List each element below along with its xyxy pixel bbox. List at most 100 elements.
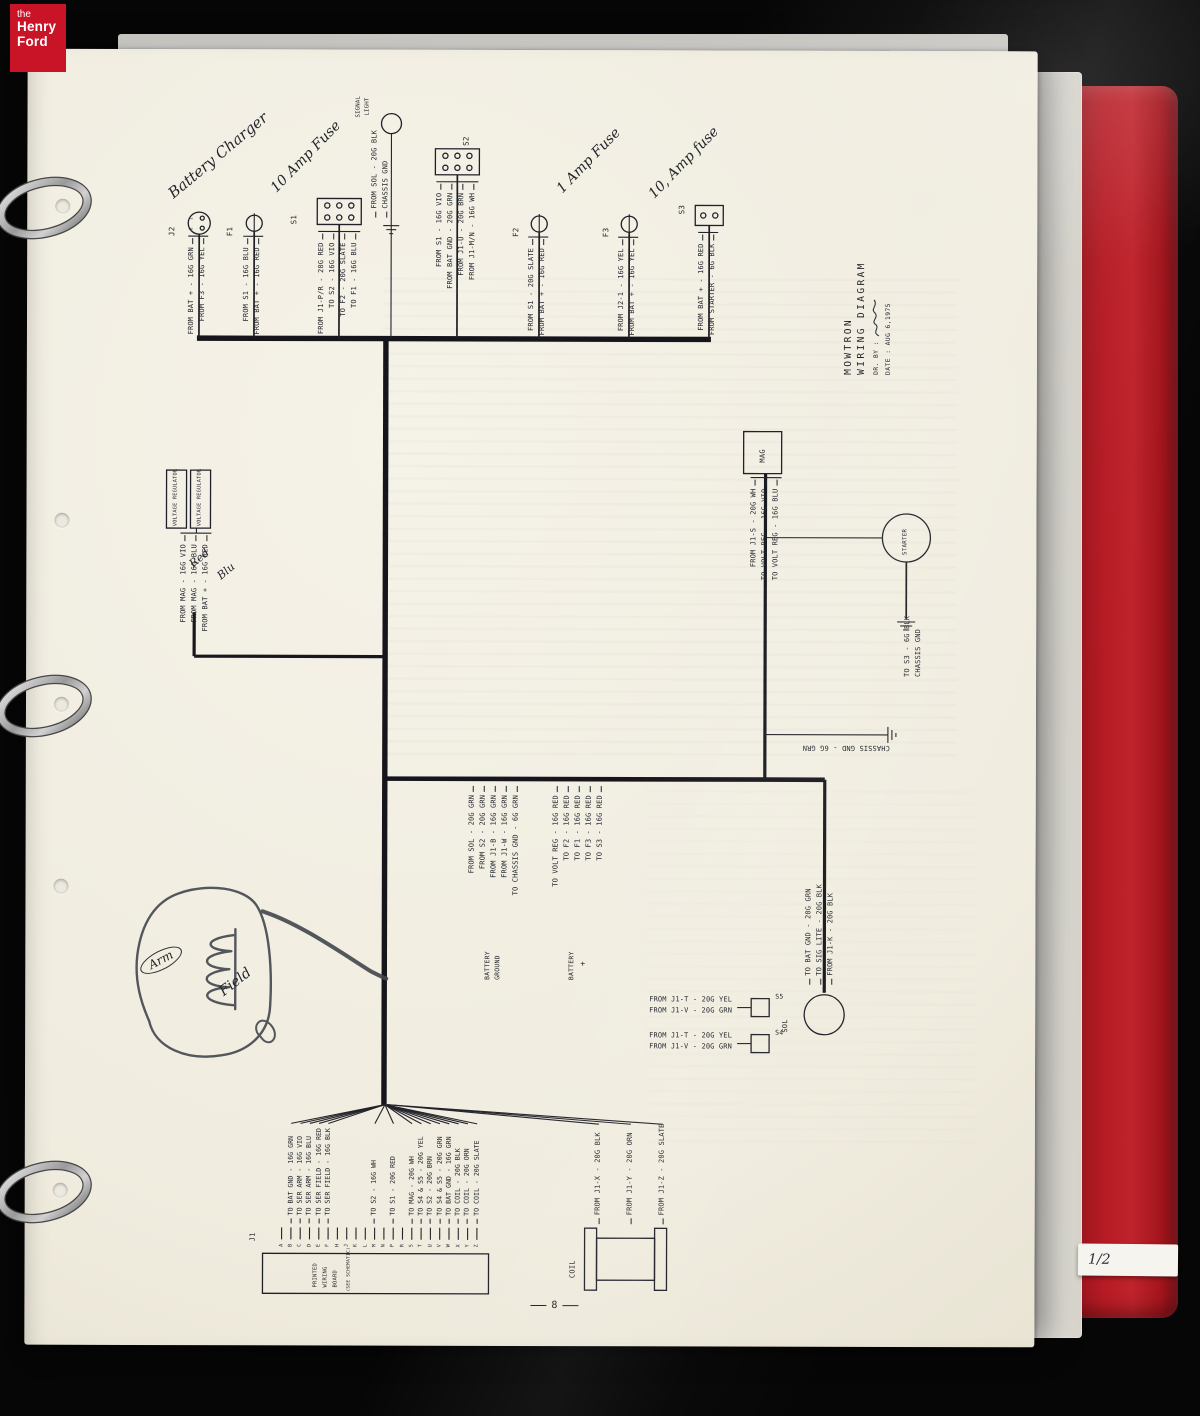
wire-label: FROM J1-B - 16G GRN <box>488 786 499 926</box>
wire-label: FROM STARTER - 6G BLK <box>707 234 718 414</box>
logo-the: the <box>17 9 31 20</box>
henry-ford-logo: the Henry Ford <box>10 4 66 72</box>
wire-label: TO S2 - 16G VIO <box>327 233 338 413</box>
component-label: PRINTED <box>312 1262 319 1288</box>
pin-wire-label: TO MAG - 20G WH <box>407 1156 415 1224</box>
pin-wire-label: TO SER FIELD - 16G BLK <box>324 1128 332 1223</box>
wire-label: FROM SOL - 20G GRN <box>466 786 477 926</box>
wire-label: TO VOLT REG - 16G VIO <box>759 480 770 660</box>
wire-label: FROM SOL - 20G BLK <box>369 130 380 218</box>
wire-label: FROM J1-U - 20G BRN <box>456 184 467 364</box>
component-label: BOARD <box>332 1269 339 1288</box>
diagram-title: MOWTRON <box>842 317 854 375</box>
wire-label: FROM J1-Y - 20G ORN <box>625 1124 636 1225</box>
page-number: 8 <box>530 1300 579 1312</box>
pin-wire-label: TO SER ARM - 16G VIO <box>296 1136 304 1223</box>
pin-wire-label: TO BAT GND - 16G GRN <box>286 1136 294 1223</box>
wire-label: FROM S1 - 16G VIO <box>434 184 445 364</box>
pin-wire-label: TO S2 - 16G WH <box>370 1160 378 1224</box>
pin-letter: S <box>408 1244 415 1248</box>
pin-wire-label: TO COIL - 20G BLK <box>454 1148 462 1224</box>
pin-wire-label: TO SER FIELD - 16G RED <box>314 1128 322 1223</box>
wire-label: FROM BAT + - 16G GRN <box>186 238 197 418</box>
tab-handwritten-label: 1/2 <box>1087 1251 1111 1268</box>
pin-letter: L <box>362 1244 369 1248</box>
component-label: (SEE SCHEMATIC) <box>346 1247 352 1292</box>
wire-label: FROM J1-Z - 20G SLATE <box>657 1124 668 1225</box>
wire-label: FROM J1-X - 20G BLK <box>593 1124 604 1225</box>
component-label: COIL <box>568 1260 577 1279</box>
wire-label: FROM J1-K - 20G BLK <box>825 884 836 985</box>
wire-label: FROM BAT + - 16G RED <box>537 239 548 419</box>
component-label: VOLTAGE REGULATOR <box>172 468 179 527</box>
wire-label: TO SIG LITE - 20G BLK <box>814 884 825 985</box>
pin-letter: Z <box>473 1244 480 1248</box>
page-number-value: 8 <box>551 1300 558 1312</box>
signature-scribble <box>872 299 880 337</box>
pin-letter: D <box>306 1243 313 1247</box>
component-label: 2 <box>189 227 195 231</box>
pin-letter: Y <box>464 1244 471 1248</box>
pin-letter: H <box>334 1243 341 1248</box>
wire-label: TO F3 - 16G RED <box>583 786 594 926</box>
pin-letter: F <box>324 1243 331 1247</box>
component-label: J1 <box>248 1232 257 1242</box>
pin-letter: C <box>296 1243 303 1247</box>
wire-label: CHASSIS GND <box>380 130 391 218</box>
pin-wire-label: TO S1 - 20G RED <box>389 1156 397 1224</box>
wire-label: TO VOLT REG - 16G BLU <box>770 480 781 660</box>
component-label: WIRING <box>322 1266 329 1288</box>
component-label: 1 <box>189 217 195 221</box>
component-label: F3 <box>601 227 611 238</box>
component-label: SIGNAL <box>355 95 362 118</box>
wire-label: TO CHASSIS GND - 6G GRN <box>510 786 521 926</box>
wire-label: TO S3 - 16G RED <box>594 786 605 926</box>
logo-henry: Henry <box>17 19 57 34</box>
component-label: GROUND <box>493 955 502 980</box>
wire-label: CHASSIS GND - 6G GRN <box>802 743 890 752</box>
page-number-rule <box>530 1305 547 1307</box>
component-label: + <box>578 961 588 967</box>
component-label: S3 <box>677 204 687 215</box>
pin-letter: T <box>417 1244 424 1248</box>
wire-label: TO F1 - 16G BLU <box>349 234 360 414</box>
coil-wires: FROM J1-X - 20G BLK FROM J1-Y - 20G ORN FR… <box>593 1124 689 1225</box>
pin-wire-label: TO SER ARM - 16G BLU <box>305 1136 313 1223</box>
wire-label: FROM S1 - 16G BLU <box>241 238 252 418</box>
wire-label: FROM BAT + - 16G YEL <box>627 239 638 419</box>
red-binder-cover <box>1064 86 1178 1318</box>
wire-label: FROM J2-1 - 16G YEL <box>616 239 627 419</box>
component-label: LIGHT <box>364 97 371 116</box>
pin-wire-label: TO S2 - 20G BRN <box>426 1156 434 1224</box>
wire-label: TO S3 - 6G BLK <box>903 615 912 677</box>
title-block: MOWTRON WIRING DIAGRAM DR. BY : DATE : A… <box>843 261 892 375</box>
pin-letter: M <box>371 1244 378 1248</box>
wire-label: FROM S2 - 20G GRN <box>477 786 488 926</box>
page-number-rule <box>562 1305 579 1307</box>
component-label: VOLTAGE REGULATOR <box>196 468 203 527</box>
component-label: BATTERY <box>567 951 576 981</box>
wire-label: TO F2 - 16G RED <box>561 786 572 926</box>
pin-wire-label: TO BAT GND - 16G GRN <box>444 1136 452 1223</box>
component-label: F1 <box>225 226 235 237</box>
diagram-subtitle: WIRING DIAGRAM <box>855 261 868 375</box>
wire-label: TO F1 - 16G RED <box>572 786 583 926</box>
pin-letter: B <box>287 1243 294 1247</box>
wire-label: FROM F3 - 16G YEL <box>197 238 208 418</box>
wire-label: TO F2 - 20G SLATE <box>338 233 349 413</box>
drawn-by-label: DR. BY : <box>872 341 880 375</box>
wire-label: FROM BAT + - 16G RED <box>696 234 707 414</box>
pin-letter: W <box>445 1244 452 1248</box>
wire-label: CHASSIS GND <box>914 628 923 678</box>
pin-letter: R <box>399 1244 406 1248</box>
